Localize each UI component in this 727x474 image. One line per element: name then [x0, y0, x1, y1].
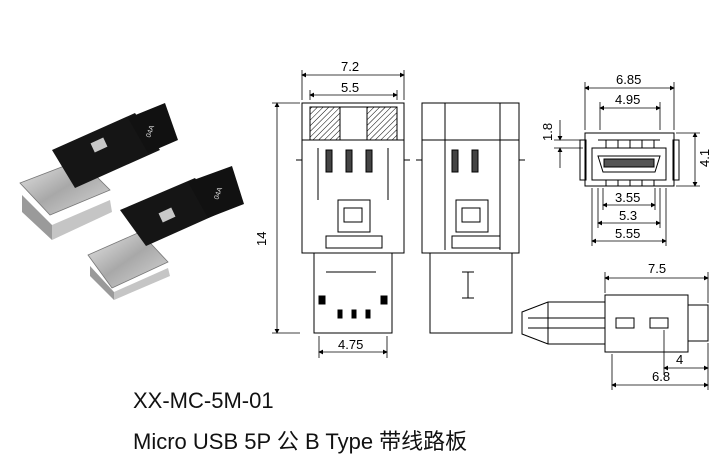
dim-end-bottom-2: 5.3	[619, 208, 637, 223]
dim-end-inner-width: 4.95	[615, 92, 640, 107]
front-view-pins	[317, 148, 389, 200]
part-number: XX-MC-5M-01	[133, 388, 274, 413]
front-view	[296, 102, 410, 334]
dim-front-top-outer: 7.2	[341, 59, 359, 74]
side-view	[416, 102, 525, 334]
connector-photo-lower: 04A	[87, 166, 244, 300]
pcb-marking-upper: 04A	[145, 124, 156, 138]
dim-front-height: 14	[254, 232, 269, 246]
top-view-dimensions	[604, 272, 709, 390]
front-view-dimensions	[272, 70, 405, 358]
end-view-dimensions	[554, 82, 700, 246]
dim-top-small: 4	[676, 352, 683, 367]
connector-photo-upper: 04A	[19, 103, 178, 240]
dim-top-length: 7.5	[648, 261, 666, 276]
dim-end-right-height: 4.1	[697, 149, 712, 167]
dim-top-bottom: 6.8	[652, 369, 670, 384]
connector-photo: 04A 04A	[19, 103, 244, 300]
dim-front-top-inner: 5.5	[341, 80, 359, 95]
dim-end-bottom-1: 3.55	[615, 190, 640, 205]
top-view	[521, 294, 709, 353]
pcb-marking-lower: 04A	[213, 186, 224, 200]
part-description: Micro USB 5P 公 B Type 带线路板	[133, 429, 468, 454]
dim-end-left-height: 1.8	[540, 123, 555, 141]
dim-end-outer-width: 6.85	[616, 72, 641, 87]
end-view	[579, 132, 680, 187]
dim-front-bottom-width: 4.75	[338, 337, 363, 352]
dim-end-bottom-3: 5.55	[615, 226, 640, 241]
